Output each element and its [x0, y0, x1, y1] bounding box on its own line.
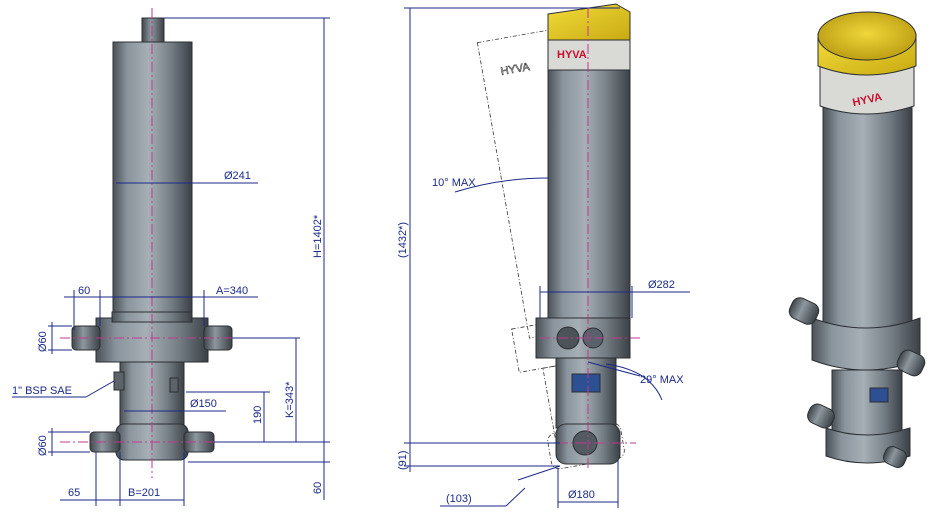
side-view: HYVA HYVA (1432*) (91) 10° MAX [397, 3, 690, 508]
top-bolt [141, 17, 165, 43]
dim-trunnion-width-60: 60 [78, 285, 90, 297]
yellow-cap [547, 3, 631, 41]
dim-diameter-60-top: Ø60 [37, 331, 49, 352]
side-port-block [571, 373, 601, 393]
side-barrel [547, 61, 631, 321]
dim-height-91: (91) [397, 450, 409, 470]
iso-lower-tube [831, 369, 903, 439]
dim-angle-29: 29° MAX [640, 374, 684, 386]
dim-angle-10: 10° MAX [432, 177, 476, 189]
label-bsp-port: 1" BSP SAE [12, 385, 72, 397]
dim-offset-103: (103) [446, 493, 472, 505]
dim-diameter-180: Ø180 [568, 489, 595, 501]
dim-height-190: 190 [252, 406, 264, 424]
dim-b-201: B=201 [128, 487, 160, 499]
side-logo: HYVA [557, 49, 587, 61]
dim-height-60: 60 [312, 482, 324, 494]
dim-k-343: K=343* [284, 381, 296, 418]
dim-height-1402: H=1402* [312, 214, 324, 258]
dim-diameter-60-bottom: Ø60 [37, 435, 49, 456]
side-lower-tube [555, 357, 617, 429]
bsp-port [113, 371, 125, 391]
dim-offset-65: 65 [68, 487, 80, 499]
front-view: Ø241 60 A=340 Ø60 1" BSP SAE Ø150 190 K=… [12, 8, 330, 506]
dim-a-340: A=340 [216, 285, 248, 297]
isometric-view: HYVA [788, 11, 926, 469]
svg-text:HYVA: HYVA [500, 61, 531, 78]
dim-diameter-282: Ø282 [648, 279, 675, 291]
iso-cap-top [817, 11, 917, 61]
dim-height-1432: (1432*) [397, 222, 409, 258]
dim-diameter-241: Ø241 [224, 170, 251, 182]
dim-diameter-150: Ø150 [190, 398, 217, 410]
